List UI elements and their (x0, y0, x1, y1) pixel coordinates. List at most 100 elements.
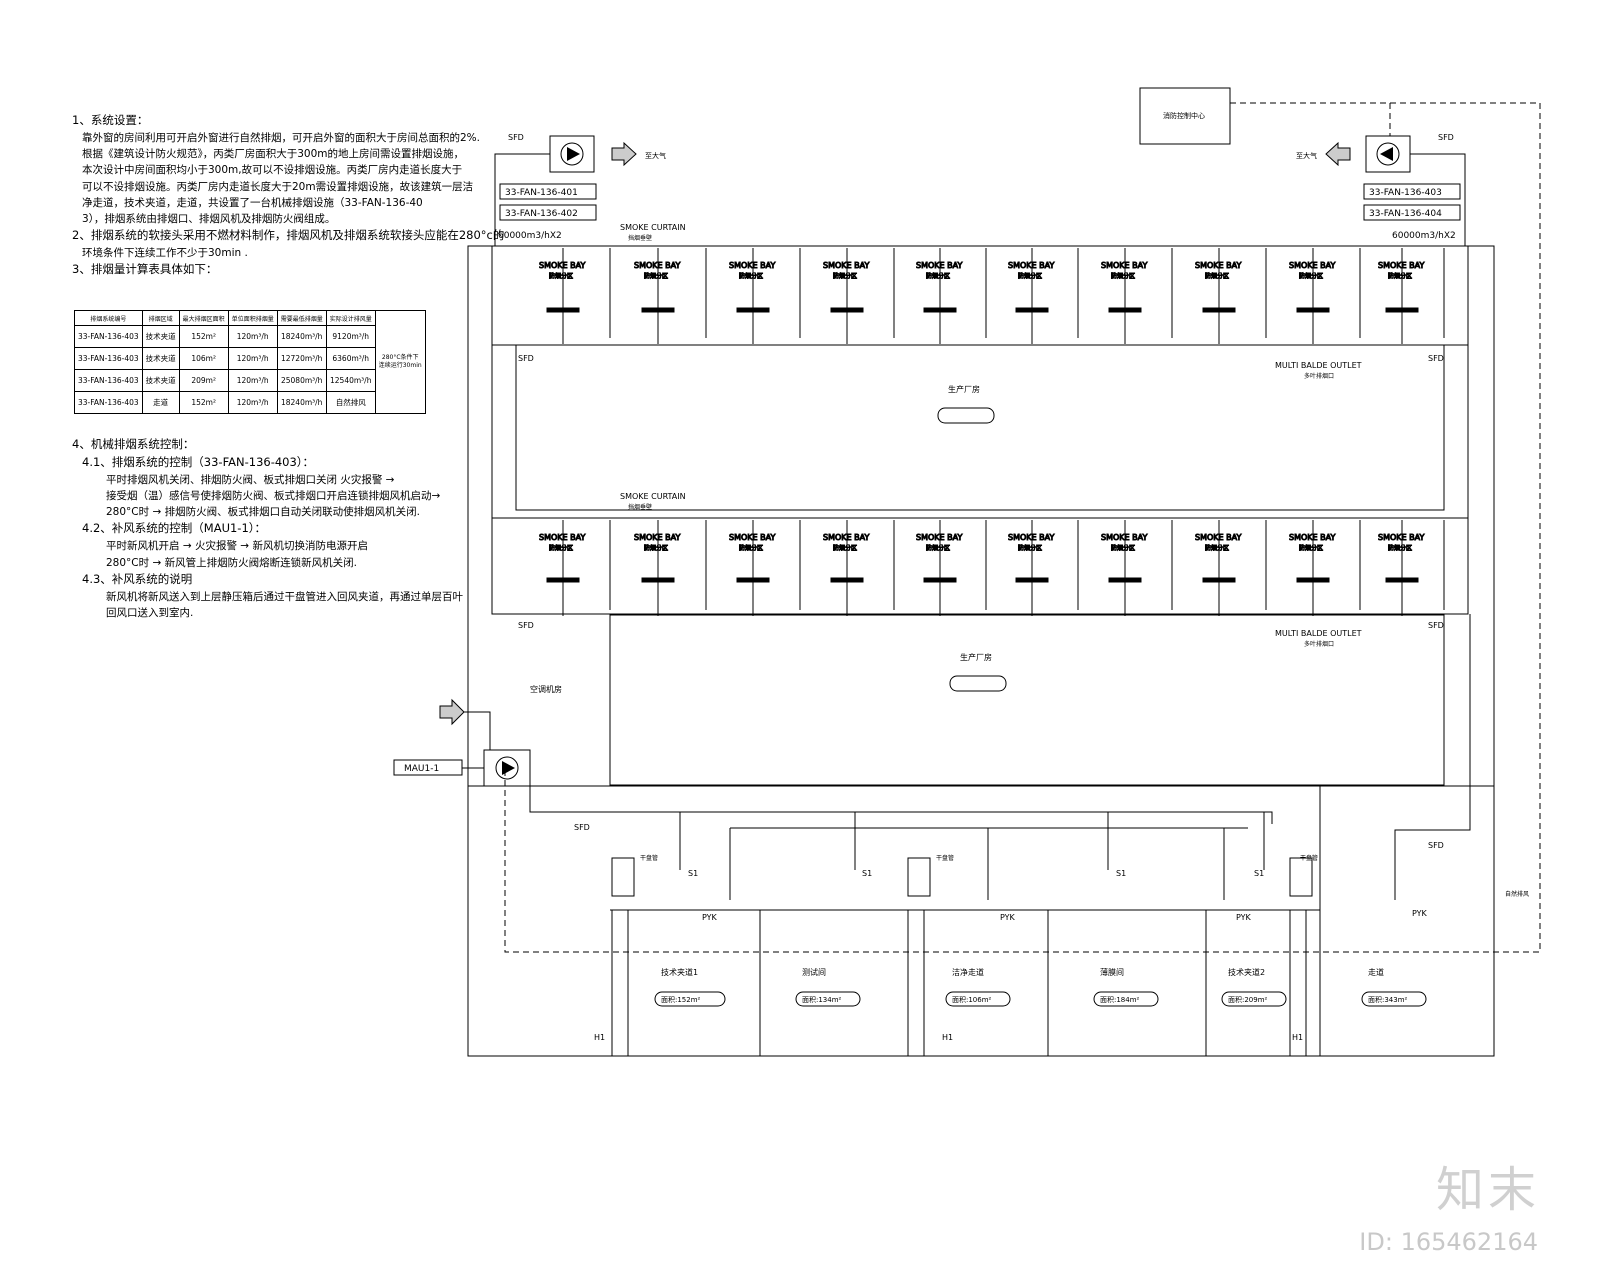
exhaust-outlet (830, 307, 864, 313)
h1-label: H1 (942, 1033, 953, 1042)
sfd-label: SFD (518, 354, 534, 363)
table-row: 33-FAN-136-403 技术夹道 209m² 120m³/h 25080m… (74, 369, 426, 392)
s1-label: S1 (1254, 869, 1264, 878)
exhaust-outlet (641, 577, 675, 583)
smoke-bay-label: SMOKE BAY (634, 261, 680, 270)
smoke-bay-label: SMOKE BAY (1289, 261, 1335, 270)
exhaust-outlet (1202, 307, 1236, 313)
exhaust-outlet (1108, 307, 1142, 313)
smoke-bay-label: SMOKE BAY (1101, 261, 1147, 270)
room-name: 薄膜间 (1100, 967, 1124, 977)
multi-blade-outlet-cn-lower: 多叶排烟口 (1304, 640, 1334, 648)
smoke-curtain-label-lower: SMOKE CURTAIN (620, 492, 686, 501)
mau-unit (393, 698, 531, 787)
natural-exhaust-label: 自然排风 (1505, 890, 1529, 898)
exhaust-outlet (1015, 307, 1049, 313)
smoke-bay-cn: 防烟分区 (926, 272, 950, 280)
side-note-1: 280°C条件下 (381, 354, 419, 362)
exhaust-outlet (641, 307, 675, 313)
note-line: 净走道，技术夹道，走道，共设置了一台机械排烟设施（33-FAN-136-40 (82, 196, 423, 209)
smoke-bay-cn: 防烟分区 (833, 544, 857, 552)
room-name: 技术夹道1 (661, 967, 698, 977)
smoke-bay-cn: 防烟分区 (1205, 272, 1229, 280)
smoke-bay-cn: 防烟分区 (1388, 272, 1412, 280)
note-s43-title: 4.3、补风系统的说明 (82, 571, 193, 586)
pyk-label: PYK (702, 913, 718, 922)
fan-tag-box (1363, 183, 1461, 200)
note-s2-line2: 环境条件下连续工作不少于30min . (82, 247, 248, 260)
fire-control-center-box (1139, 87, 1231, 145)
smoke-bay-label: SMOKE BAY (823, 533, 869, 542)
room-name: 走道 (1368, 967, 1384, 977)
to-atmosphere-right: 至大气 (1296, 151, 1317, 160)
s1-label: S1 (1116, 869, 1126, 878)
table-cell: 120m³/h (227, 391, 278, 414)
note-s42-title: 4.2、补风系统的控制（MAU1-1）： (82, 521, 267, 536)
smoke-bay-cn: 防烟分区 (644, 544, 668, 552)
exhaust-outlet (923, 577, 957, 583)
note-line: 新风机将新风送入到上层静压箱后通过干盘管进入回风夹道，再通过单层百叶 (106, 590, 463, 603)
room-name: 测试间 (802, 967, 826, 977)
smoke-bay-cn: 防烟分区 (549, 544, 573, 552)
room-area: 面积:152m² (661, 995, 701, 1004)
fire-control-center-label: 消防控制中心 (1163, 111, 1205, 120)
fan-tag-box (499, 183, 597, 200)
h1-label: H1 (1292, 1033, 1303, 1042)
room-area-tag (1093, 991, 1159, 1007)
production-hall-label-2: 生产厂房 (960, 652, 992, 662)
smoke-bay-label: SMOKE BAY (729, 261, 775, 270)
room-area: 面积:134m² (802, 995, 842, 1004)
smoke-bay-cn: 防烟分区 (1299, 544, 1323, 552)
smoke-curtain-label-upper: SMOKE CURTAIN (620, 223, 686, 232)
dry-coil-label: 干盘管 (936, 854, 954, 862)
table-cell: 25080m³/h (276, 369, 327, 392)
s1-label: S1 (862, 869, 872, 878)
ahu-room-label: 空调机房 (530, 684, 562, 694)
fan-flow-right: 60000m3/hX2 (1392, 231, 1456, 241)
exhaust-outlet (736, 307, 770, 313)
sfd-label-top-left: SFD (508, 133, 524, 142)
exhaust-outlet (1108, 577, 1142, 583)
smoke-bay-cn: 防烟分区 (644, 272, 668, 280)
room-area-tag (654, 991, 726, 1007)
table-row: 33-FAN-136-403 技术夹道 152m² 120m³/h 18240m… (74, 325, 426, 348)
smoke-curtain-cn-upper: 挡烟垂壁 (628, 234, 652, 242)
smoke-bay-cn: 防烟分区 (833, 272, 857, 280)
note-line: 280°C时 → 新风管上排烟防火阀熔断连锁新风机关闭. (106, 556, 357, 569)
smoke-bay-label: SMOKE BAY (1195, 261, 1241, 270)
note-line: 可以不设排烟设施。丙类厂房内走道长度大于20m需设置排烟设施，故该建筑一层洁 (82, 180, 474, 193)
table-cell: 走道 (141, 391, 180, 414)
smoke-bay-cn: 防烟分区 (1018, 544, 1042, 552)
table-row: 33-FAN-136-403 走道 152m² 120m³/h 18240m³/… (74, 391, 426, 414)
smoke-bay-label: SMOKE BAY (1378, 533, 1424, 542)
upper-duct-loop (491, 245, 1469, 615)
pyk-label: PYK (1000, 913, 1016, 922)
watermark-id: ID: 165462164 (1359, 1228, 1538, 1256)
table-cell: 120m³/h (227, 369, 278, 392)
exhaust-outlet (1202, 577, 1236, 583)
smoke-bay-label: SMOKE BAY (539, 533, 585, 542)
sfd-label-top-right: SFD (1438, 133, 1454, 142)
table-cell: 自然排风 (325, 391, 376, 414)
room-area: 面积:106m² (952, 995, 992, 1004)
smoke-exhaust-calc-table: 排烟系统编号 排烟区域 最大排烟区面积 单位面积排烟量 需要最低排烟量 实际设计… (74, 310, 426, 414)
design-notes: 1、系统设置： 靠外窗的房间利用可开启外窗进行自然排烟，可开启外窗的面积大于房间… (72, 112, 505, 279)
smoke-bay-label: SMOKE BAY (1008, 533, 1054, 542)
note-s2-line1: 2、排烟系统的软接头采用不燃材料制作，排烟风机及排烟系统软接头应能在280°c的 (72, 228, 505, 243)
room-name: 洁净走道 (952, 967, 984, 977)
smoke-bay-cn: 防烟分区 (1111, 544, 1135, 552)
smoke-bay-cn: 防烟分区 (1205, 544, 1229, 552)
smoke-bay-cn: 防烟分区 (926, 544, 950, 552)
production-hall-label-1: 生产厂房 (948, 384, 980, 394)
room-area-tag (1361, 991, 1427, 1007)
smoke-bay-label: SMOKE BAY (1195, 533, 1241, 542)
fan-tag-box (499, 204, 597, 221)
smoke-bay-label: SMOKE BAY (823, 261, 869, 270)
sfd-label: SFD (1428, 621, 1444, 630)
dry-coil-label: 干盘管 (640, 854, 658, 862)
note-line: 平时排烟风机关闭、排烟防火阀、板式排烟口关闭 火灾报警 → (106, 473, 395, 486)
room-area: 面积:209m² (1228, 995, 1268, 1004)
fan-tag-403: 33-FAN-136-403 (1369, 188, 1442, 198)
room-area-tag (795, 991, 861, 1007)
